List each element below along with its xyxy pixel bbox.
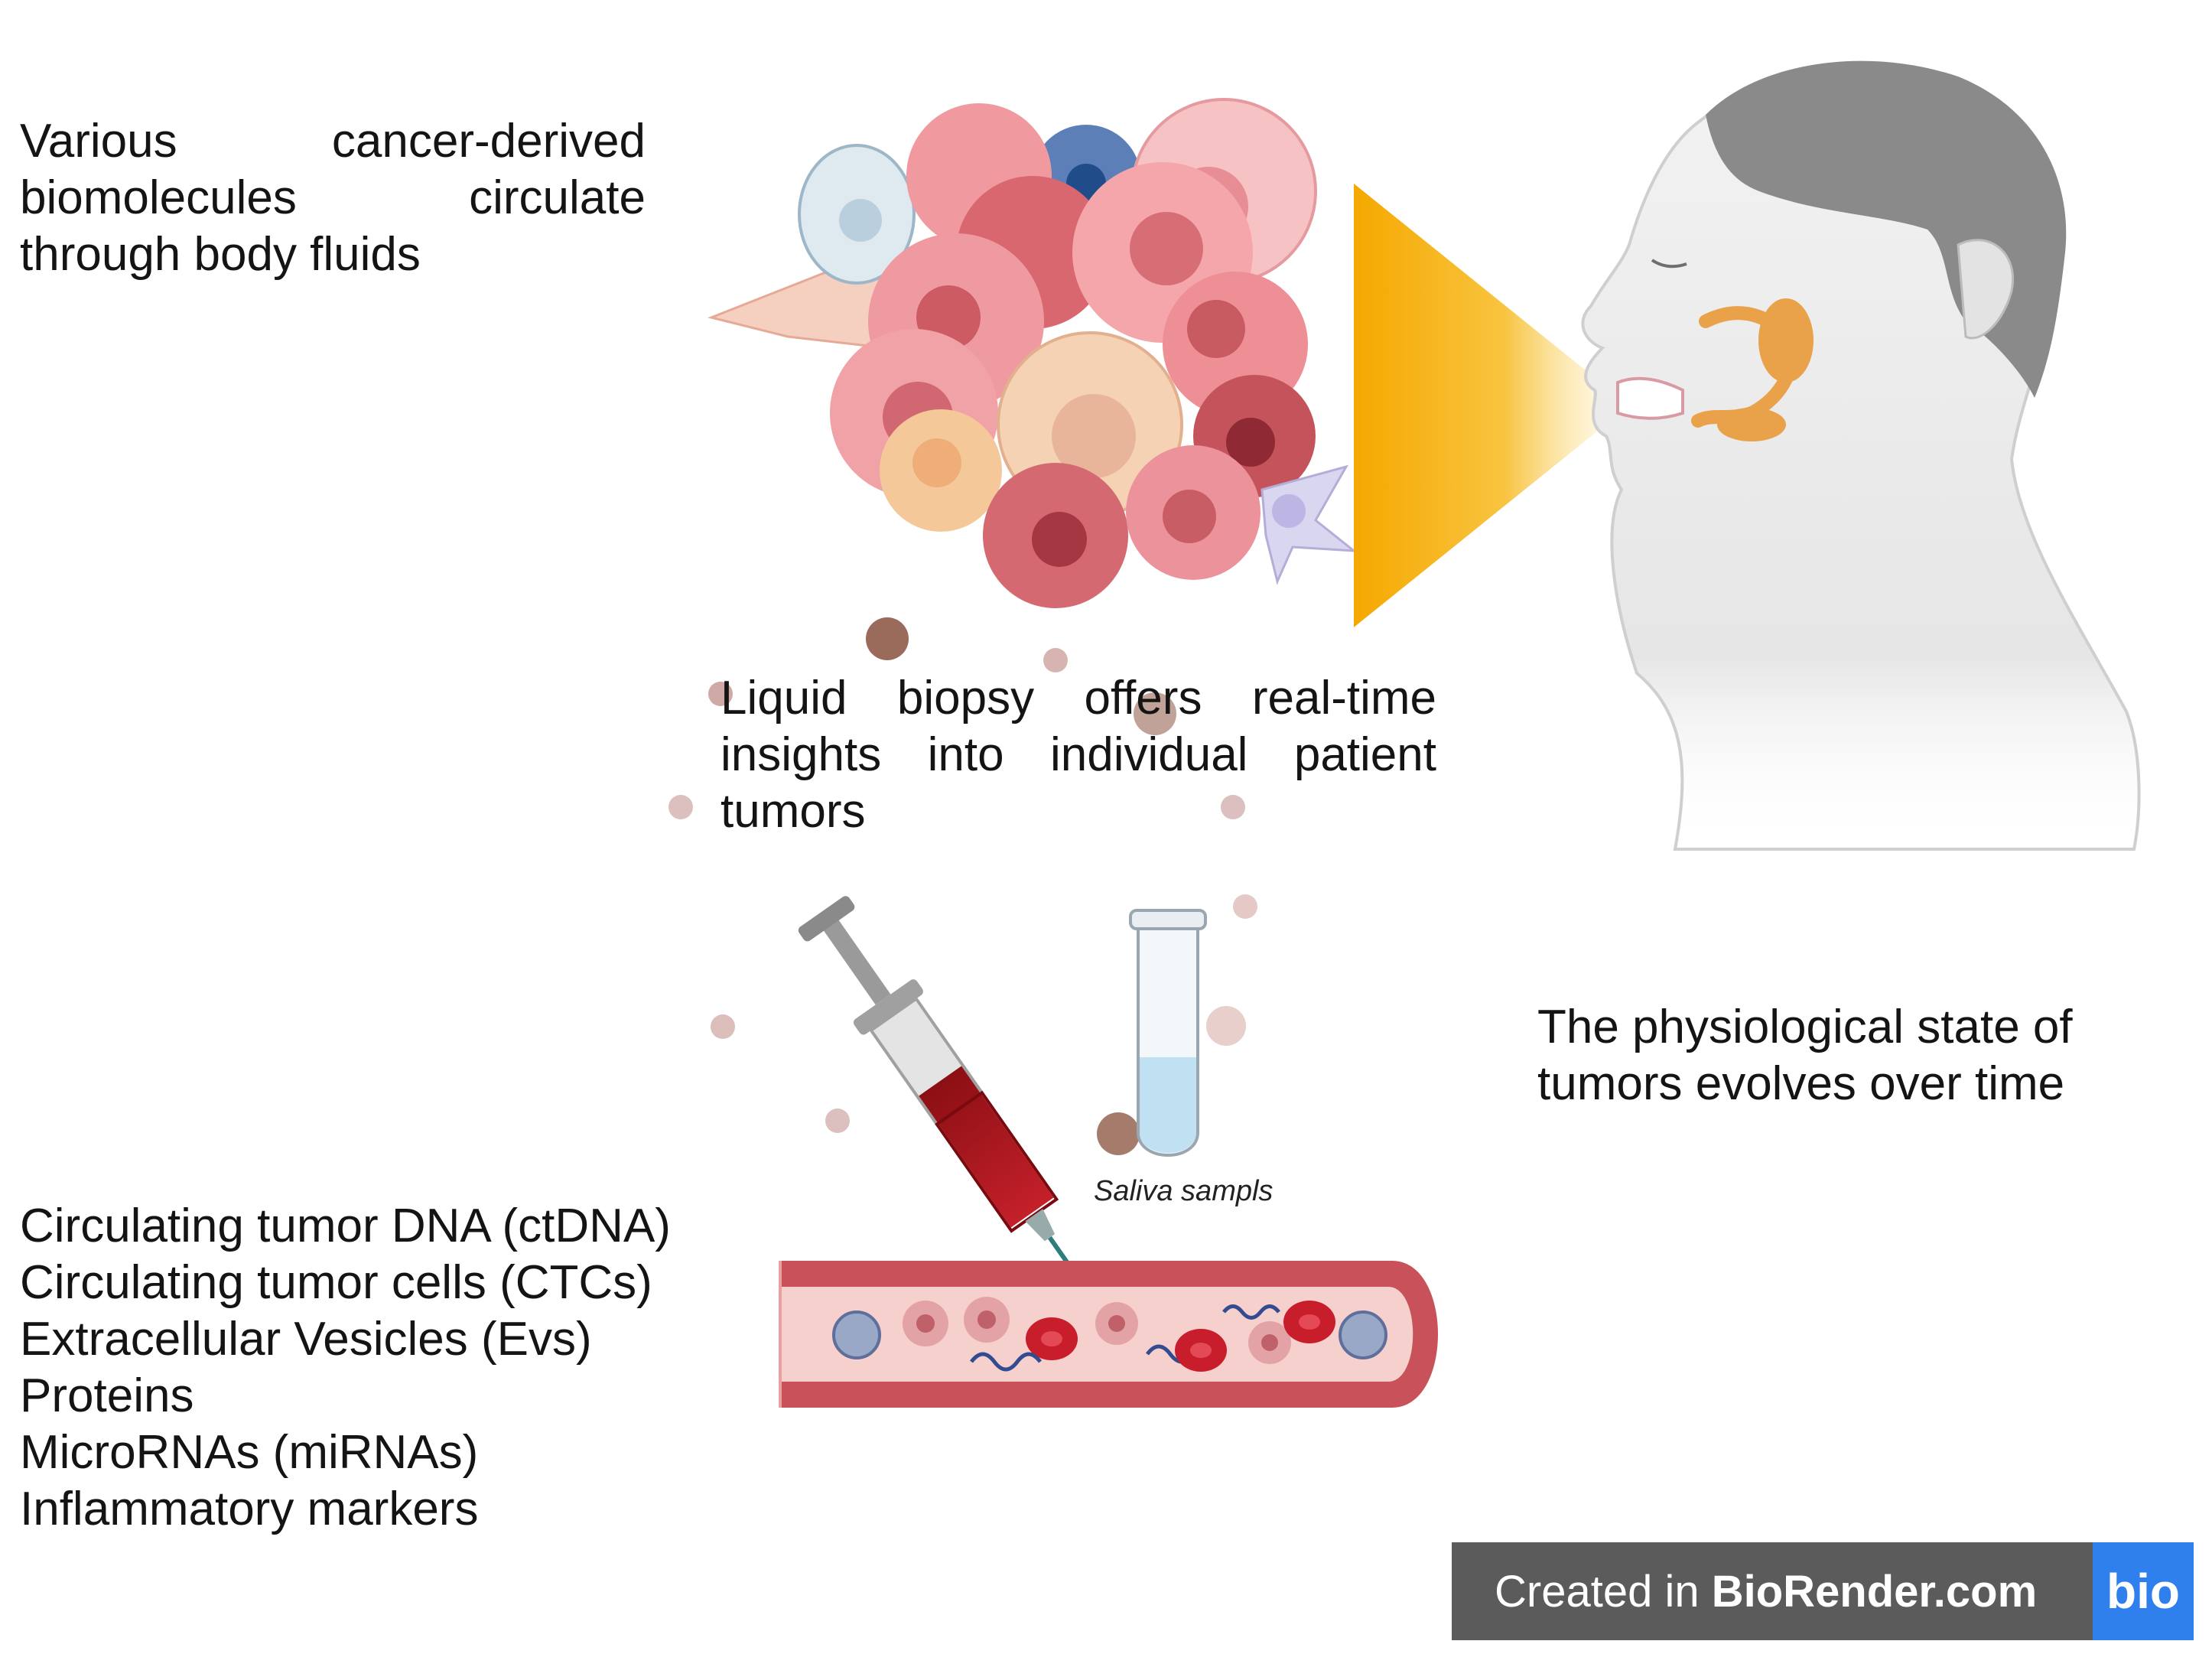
biomarker-item: Proteins: [20, 1369, 194, 1422]
liquid-biopsy-line: Liquid biopsy offers real-time: [721, 672, 1436, 724]
physiology-line: tumors evolves over time: [1537, 1057, 2065, 1110]
detection-cone-icon: [1354, 184, 1629, 627]
physiology-line: The physiological state of: [1537, 1001, 2073, 1053]
biorender-logo-icon: bio: [2093, 1542, 2194, 1640]
biomarker-item: Extracellular Vesicles (Evs): [20, 1313, 592, 1366]
intro-line: through body fluids: [20, 228, 421, 281]
liquid-biopsy-line: insights into individual patient: [721, 728, 1436, 781]
biorender-watermark: Created in BioRender.com bio: [1452, 1542, 2194, 1640]
biomarker-item: MicroRNAs (miRNAs): [20, 1426, 479, 1479]
biomarker-item: Circulating tumor cells (CTCs): [20, 1256, 652, 1309]
watermark-prefix: Created in: [1495, 1566, 1712, 1617]
physiology-text: The physiological state of tumors evolve…: [1537, 999, 2195, 1112]
liquid-biopsy-line: tumors: [721, 785, 866, 838]
liquid-biopsy-text: Liquid biopsy offers real-time insights …: [721, 670, 1436, 840]
floating-biomolecule-particles: [668, 617, 1257, 1155]
human-head-icon: [1581, 60, 2141, 851]
tumor-cluster-icon: [708, 98, 1358, 608]
saliva-sample-label: Saliva sampls: [1094, 1175, 1274, 1207]
watermark-brand: BioRender.com: [1711, 1566, 2038, 1617]
biomarker-item: Inflammatory markers: [20, 1483, 479, 1535]
test-tube-icon: [1129, 909, 1207, 1157]
blood-vessel-icon: [779, 1261, 1438, 1408]
intro-line: biomolecules circulate: [20, 171, 646, 224]
biomarker-list: Circulating tumor DNA (ctDNA) Circulatin…: [20, 1198, 754, 1538]
intro-text: Various cancer-derived biomolecules circ…: [20, 113, 646, 283]
intro-line: Various cancer-derived: [20, 115, 646, 168]
watermark-text: Created in BioRender.com: [1495, 1566, 2037, 1617]
biomarker-item: Circulating tumor DNA (ctDNA): [20, 1200, 671, 1252]
